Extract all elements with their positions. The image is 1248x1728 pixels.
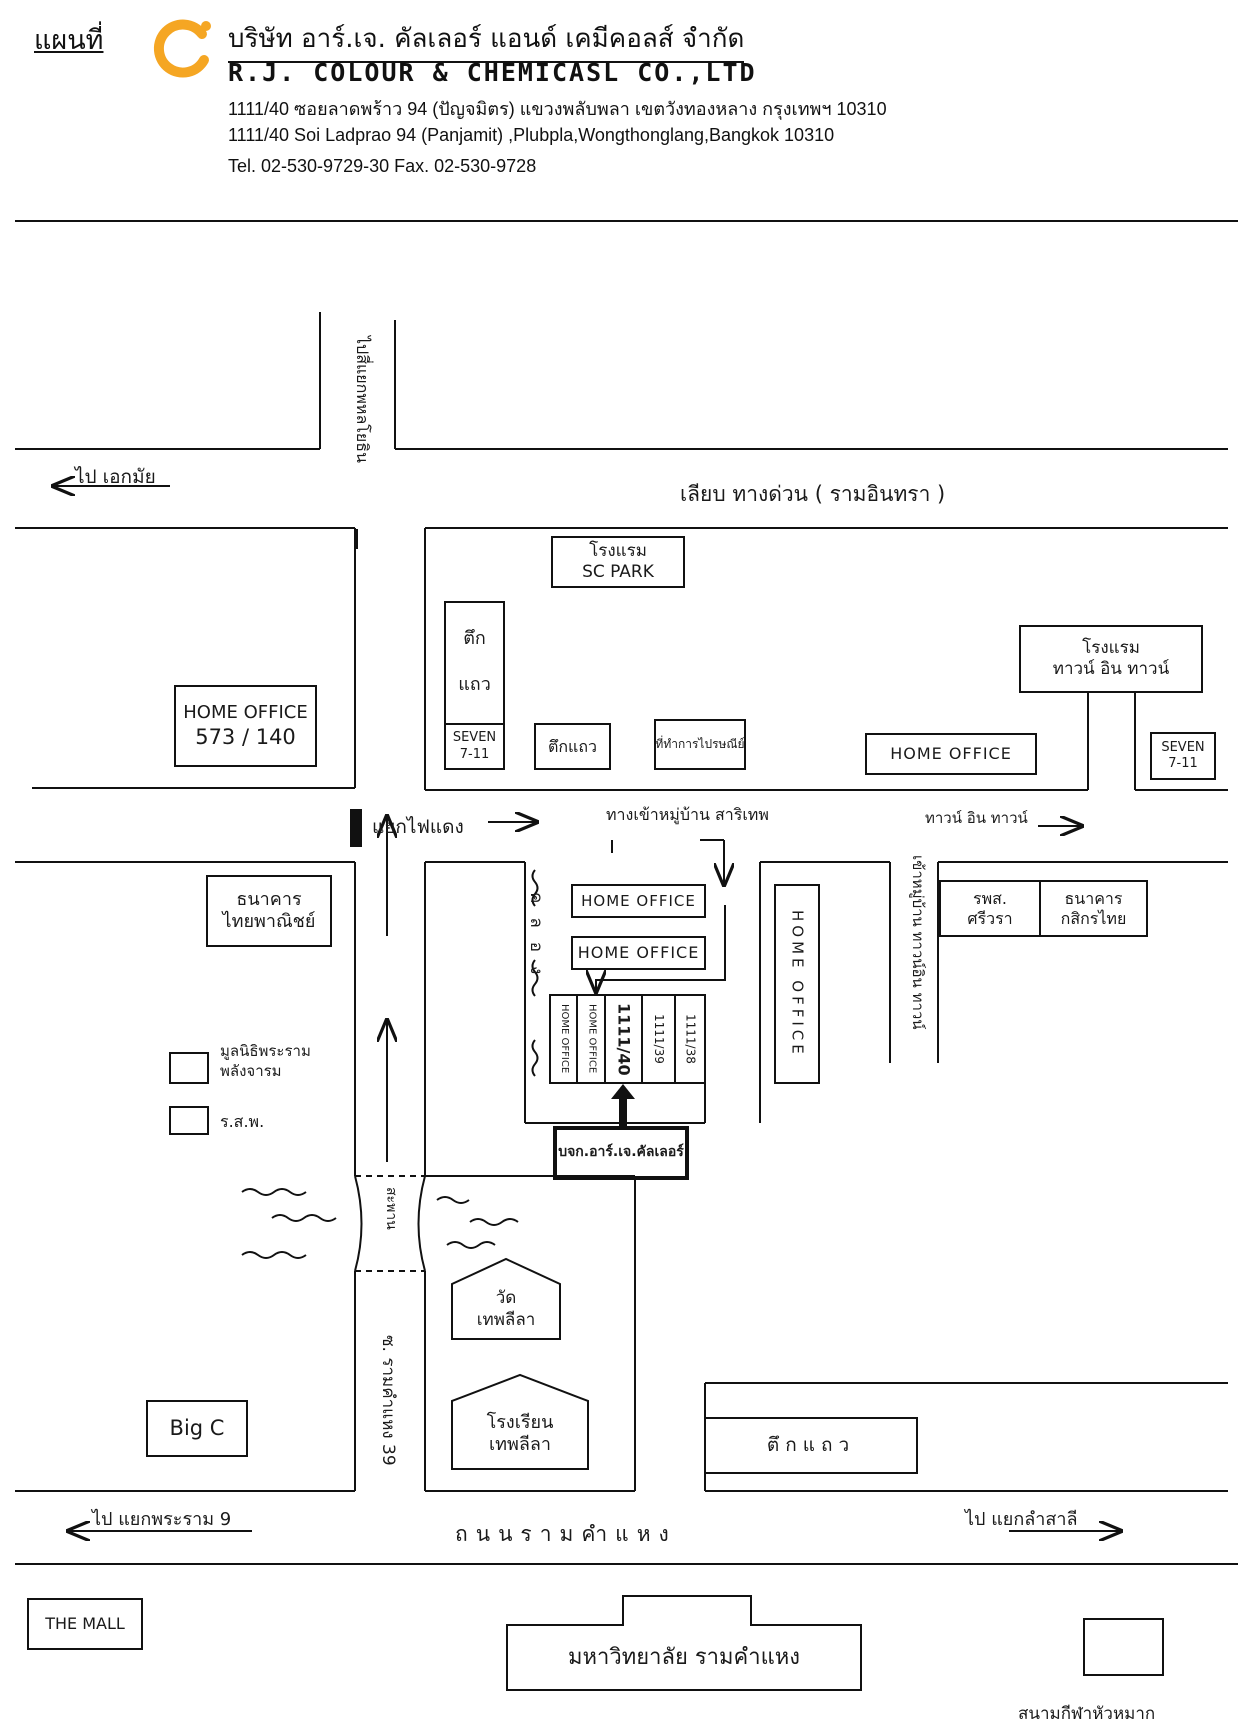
town-hotel-line2: ทาวน์ อิน ทาวน์: [1052, 659, 1170, 679]
building-seven-eleven-left: SEVEN 7-11: [445, 724, 504, 769]
building-home-office-2: HOME OFFICE: [577, 943, 700, 962]
company-location-label: บจก.อาร์.เจ.คัลเลอร์: [558, 1144, 684, 1161]
home-office-573-line1: HOME OFFICE: [183, 701, 308, 723]
company-logo: [153, 19, 211, 78]
label-expressway-road: เลียบ ทางด่วน ( รามอินทรา ): [680, 482, 946, 506]
building-sc-park-hotel: โรงแรม SC PARK: [552, 537, 684, 587]
unit-home-office-b: HOME OFFICE: [586, 1004, 598, 1074]
building-home-office-573: HOME OFFICE 573 / 140: [175, 686, 316, 766]
label-to-rama9: ไป แยกพระราม 9: [92, 1509, 232, 1530]
map-label: แผนที่: [34, 25, 104, 56]
building-home-office-top-right: HOME OFFICE: [890, 744, 1012, 763]
temple-line1: วัด: [495, 1288, 517, 1309]
seven-left-line1: SEVEN: [452, 730, 497, 746]
building-ramkhamhaeng-university: มหาวิทยาลัย รามคำแหง: [568, 1644, 800, 1670]
legend-foundation-line1: มูลนิธิพระราม: [220, 1042, 311, 1060]
address-english: 1111/40 Soi Ladprao 94 (Panjamit) ,Plubp…: [228, 125, 835, 145]
bank-scb-line1: ธนาคาร: [236, 888, 302, 910]
home-office-573-line2: 573 / 140: [195, 725, 296, 750]
shophouse-line2: แถว: [458, 674, 491, 695]
label-to-ekkamai: ไป เอกมัย: [75, 466, 156, 488]
label-hua-mak-stadium: สนามกีฬาหัวหมาก: [1018, 1704, 1156, 1724]
building-bank-thai-commercial: ธนาคาร ไทยพาณิชย์: [207, 876, 331, 946]
label-to-north-junction: ไปสี่แยกพหลโยธิน: [353, 336, 372, 463]
contact-info: Tel. 02-530-9729-30 Fax. 02-530-9728: [228, 156, 537, 176]
unit-home-office-a: HOME OFFICE: [558, 1004, 570, 1074]
label-traffic-light: แยกไฟแดง: [372, 816, 464, 838]
seven-right-line2: 7-11: [1168, 756, 1198, 771]
label-town-in-town: ทาวน์ อิน ทาวน์: [925, 809, 1028, 827]
legend-police: ร.ส.พ.: [220, 1112, 265, 1131]
building-shophouse-bottom: ตึกแถว: [766, 1433, 856, 1456]
building-hospital-sriwara: รพส. ศรีวรา: [940, 881, 1040, 936]
company-name-english: R.J. COLOUR & CHEMICASL CO.,LTD: [228, 58, 757, 87]
label-village-entrance: ทางเข้าหมู่บ้าน สาริเทพ: [606, 805, 769, 824]
legend-foundation: มูลนิธิพระราม พลังจารม: [220, 1042, 311, 1081]
label-soi-39: ซ. รามคำแหง 39: [378, 1335, 398, 1466]
label-bridge: สะพาน: [383, 1187, 399, 1230]
label-canal: คลอง: [526, 892, 546, 989]
bank-kbank-line2: กสิกรไทย: [1060, 908, 1127, 928]
bank-scb-line2: ไทยพาณิชย์: [222, 911, 316, 932]
building-post-office: ที่ทำการไปรษณีย์: [655, 737, 745, 751]
building-big-c: Big C: [169, 1416, 225, 1441]
address-thai: 1111/40 ซอยลาดพร้าว 94 (ปัญจมิตร) แขวงพล…: [228, 99, 887, 119]
building-shophouse-left: ตึก แถว: [445, 612, 504, 712]
building-the-mall: THE MALL: [45, 1614, 125, 1633]
legend-foundation-line2: พลังจารม: [220, 1061, 282, 1080]
unit-1111-38: 1111/38: [683, 1014, 698, 1064]
hospital-line1: รพส.: [973, 888, 1007, 908]
building-school-thep-lila: โรงเรียน เทพลีลา: [452, 1399, 588, 1469]
label-village-right: เข้าหมู่บ้าน ทาวน์อิน ทาวน์: [909, 855, 927, 1030]
sc-park-line2: SC PARK: [582, 562, 654, 582]
label-ramkhamhaeng-road: ถนนรามคำแหง: [455, 1522, 677, 1546]
building-home-office-1: HOME OFFICE: [581, 891, 696, 910]
building-shophouse-small: ตึกแถว: [547, 736, 598, 756]
unit-1111-40: 1111/40: [614, 1002, 634, 1076]
building-temple-thep-lila: วัด เทพลีลา: [452, 1280, 560, 1339]
label-to-lamsali: ไป แยกลำสาลี: [965, 1509, 1078, 1530]
seven-right-line1: SEVEN: [1161, 739, 1205, 755]
town-hotel-line1: โรงแรม: [1082, 637, 1140, 658]
unit-1111-39: 1111/39: [652, 1014, 666, 1064]
building-bank-kasikorn: ธนาคาร กสิกรไทย: [1040, 881, 1147, 936]
shophouse-line1: ตึก: [463, 627, 486, 649]
school-line1: โรงเรียน: [486, 1411, 554, 1433]
sc-park-line1: โรงแรม: [589, 540, 647, 561]
temple-line2: เทพลีลา: [476, 1309, 536, 1330]
building-home-office-vertical: HOME OFFICE: [788, 910, 807, 1058]
company-name-thai: บริษัท อาร์.เจ. คัลเลอร์ แอนด์ เคมีคอลส์…: [228, 18, 745, 63]
hospital-line2: ศรีวรา: [967, 908, 1013, 928]
school-line2: เทพลีลา: [488, 1434, 552, 1455]
seven-left-line2: 7-11: [459, 746, 490, 762]
building-seven-eleven-right: SEVEN 7-11: [1151, 733, 1215, 779]
bank-kbank-line1: ธนาคาร: [1064, 888, 1123, 908]
building-town-in-town-hotel: โรงแรม ทาวน์ อิน ทาวน์: [1020, 626, 1202, 692]
